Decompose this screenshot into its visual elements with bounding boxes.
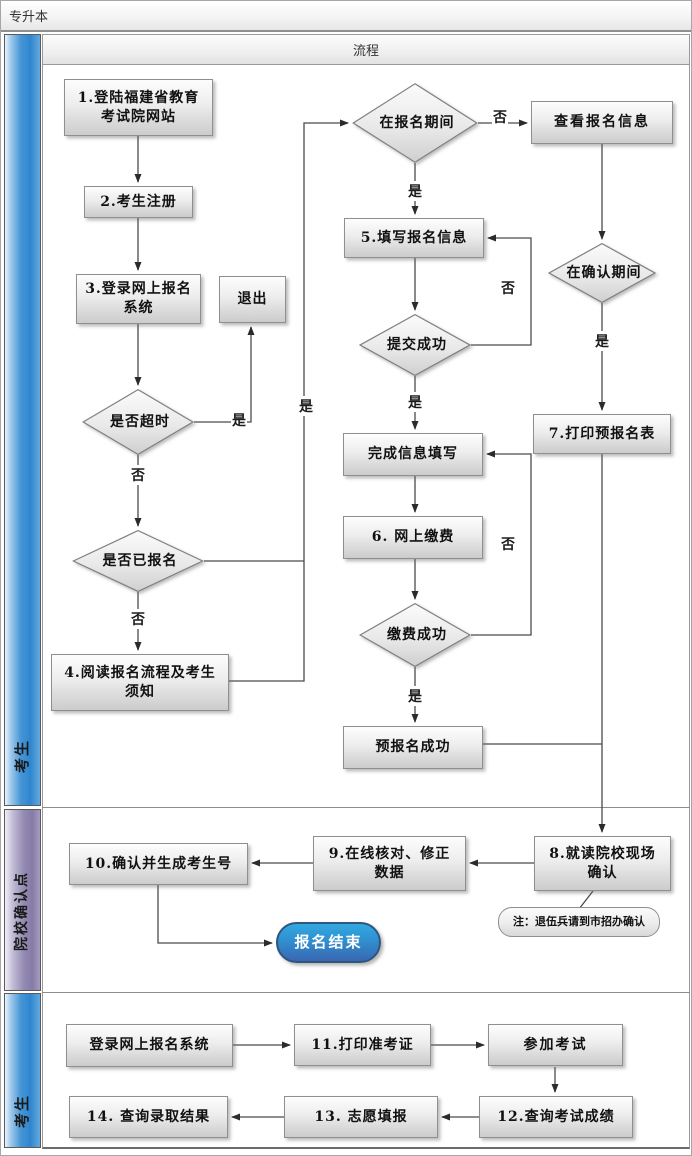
node-fill-info: 5.填写报名信息 bbox=[344, 218, 484, 258]
decision-submit-success: 提交成功 bbox=[359, 314, 471, 376]
edge-label-pay-no: 否 bbox=[500, 534, 516, 554]
edge-label-registered-yes: 是 bbox=[298, 396, 314, 416]
node-exit: 退出 bbox=[219, 276, 286, 323]
process-bar-label: 流程 bbox=[352, 44, 379, 59]
node-pre-register-success: 预报名成功 bbox=[343, 726, 483, 769]
edge-label-period-yes: 是 bbox=[407, 181, 423, 201]
decision-confirm-period: 在确认期间 bbox=[548, 243, 656, 303]
node-login-site: 1.登陆福建省教育 考试院网站 bbox=[64, 79, 213, 136]
lane-divider-2 bbox=[42, 992, 690, 993]
lane-bar-candidate-bottom bbox=[4, 993, 41, 1148]
process-bar: 流程 bbox=[42, 34, 690, 65]
node-onsite-confirm: 8.就读院校现场 确认 bbox=[534, 836, 671, 891]
node-read-notice: 4.阅读报名流程及考生 须知 bbox=[51, 654, 229, 711]
edge-label-pay-yes: 是 bbox=[407, 686, 423, 706]
node-login-system: 3.登录网上报名 系统 bbox=[76, 274, 201, 324]
note-veterans: 注：退伍兵请到市招办确认 bbox=[498, 907, 660, 937]
node-fill-wish: 13. 志愿填报 bbox=[284, 1096, 438, 1138]
node-register: 2.考生注册 bbox=[84, 186, 193, 218]
edge-label-confirm-yes: 是 bbox=[594, 331, 610, 351]
node-check-data: 9.在线核对、修正 数据 bbox=[313, 836, 466, 891]
edge-label-submit-yes: 是 bbox=[407, 392, 423, 412]
decision-pay-success: 缴费成功 bbox=[359, 603, 471, 667]
node-query-score: 12.查询考试成绩 bbox=[479, 1096, 633, 1138]
decision-in-period: 在报名期间 bbox=[352, 83, 478, 163]
node-view-info: 查看报名信息 bbox=[531, 101, 673, 144]
edge-label-timeout-no: 否 bbox=[130, 465, 146, 485]
edge-label-submit-no: 否 bbox=[500, 278, 516, 298]
node-print-form: 7.打印预报名表 bbox=[533, 414, 671, 454]
lane-divider-1 bbox=[42, 807, 690, 808]
node-complete-info: 完成信息填写 bbox=[343, 433, 483, 476]
page-title: 专升本 bbox=[9, 10, 49, 25]
edge-label-timeout-yes: 是 bbox=[231, 410, 247, 430]
decision-timeout: 是否超时 bbox=[82, 389, 194, 455]
node-query-admission: 14. 查询录取结果 bbox=[69, 1096, 228, 1138]
decision-registered: 是否已报名 bbox=[72, 530, 204, 592]
edge-label-registered-no: 否 bbox=[130, 609, 146, 629]
lane-bar-candidate-top bbox=[4, 34, 41, 806]
node-end: 报名结束 bbox=[276, 922, 381, 963]
node-take-exam: 参加考试 bbox=[488, 1024, 623, 1066]
node-print-ticket: 11.打印准考证 bbox=[294, 1024, 431, 1066]
node-pay-online: 6. 网上缴费 bbox=[343, 516, 483, 559]
node-generate-id: 10.确认并生成考生号 bbox=[69, 843, 248, 885]
edge-label-period-no: 否 bbox=[492, 107, 508, 127]
node-login-again: 登录网上报名系统 bbox=[66, 1024, 233, 1067]
lane-bar-confirm-point bbox=[4, 809, 41, 991]
diagram-frame bbox=[42, 65, 690, 1149]
page-title-bar: 专升本 bbox=[1, 1, 691, 32]
